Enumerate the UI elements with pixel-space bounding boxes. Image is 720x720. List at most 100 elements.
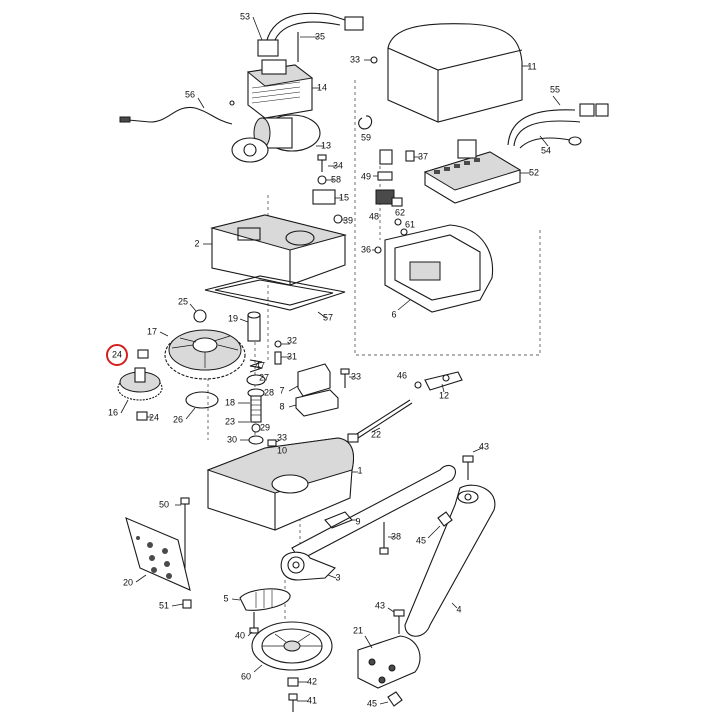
callout-p6: 6 bbox=[391, 309, 396, 319]
callout-p12: 12 bbox=[439, 390, 449, 400]
callout-p20: 20 bbox=[123, 577, 133, 587]
part-3-crank bbox=[280, 551, 337, 581]
callout-p29: 29 bbox=[260, 422, 270, 432]
callout-p24b: 24 bbox=[149, 412, 159, 422]
callout-p16: 16 bbox=[108, 407, 118, 417]
callout-p52: 52 bbox=[529, 167, 539, 177]
highlight-circle bbox=[106, 344, 128, 366]
callout-p53: 53 bbox=[240, 11, 250, 21]
callout-p30: 30 bbox=[227, 434, 237, 444]
callout-p54: 54 bbox=[541, 145, 551, 155]
callout-p1: 1 bbox=[357, 465, 362, 475]
parts-small-top bbox=[373, 149, 420, 236]
parts-5-40 bbox=[231, 588, 291, 637]
callout-p33b: 33 bbox=[351, 371, 361, 381]
callout-p60: 60 bbox=[241, 671, 251, 681]
callout-p42: 42 bbox=[307, 676, 317, 686]
part-2-upper-housing bbox=[203, 214, 347, 286]
part-17-large-gear bbox=[159, 329, 246, 380]
callout-p32: 32 bbox=[287, 335, 297, 345]
callout-p19: 19 bbox=[228, 313, 238, 323]
callout-p41: 41 bbox=[307, 695, 317, 705]
callout-p35: 35 bbox=[315, 31, 325, 41]
callout-p50: 50 bbox=[159, 499, 169, 509]
callout-p38: 38 bbox=[391, 531, 401, 541]
part-26-ring bbox=[185, 391, 219, 409]
callout-p55: 55 bbox=[550, 84, 560, 94]
part-57-gasket bbox=[204, 275, 346, 319]
part-59-circlip bbox=[358, 115, 373, 130]
callout-p7: 7 bbox=[279, 385, 284, 395]
callout-p11: 11 bbox=[527, 61, 536, 71]
callout-p33c: 33 bbox=[277, 432, 287, 442]
part-13-motor bbox=[231, 114, 324, 163]
part-11-cover bbox=[364, 23, 530, 123]
callout-p36: 36 bbox=[361, 244, 371, 254]
callout-p17: 17 bbox=[147, 326, 157, 336]
callout-p2: 2 bbox=[194, 238, 199, 248]
callout-p23: 23 bbox=[225, 416, 235, 426]
callout-p8: 8 bbox=[279, 401, 284, 411]
parts-25-19 bbox=[189, 303, 261, 342]
callout-p45a: 45 bbox=[416, 535, 426, 545]
callout-p56: 56 bbox=[185, 89, 195, 99]
callout-p31: 31 bbox=[287, 351, 297, 361]
callout-p28: 28 bbox=[264, 387, 274, 397]
callout-p26: 26 bbox=[173, 414, 183, 424]
parts-34-58-15-39 bbox=[312, 154, 346, 224]
callout-p49: 49 bbox=[361, 171, 371, 181]
callout-p58: 58 bbox=[331, 174, 341, 184]
part-14-transformer bbox=[246, 32, 320, 119]
callout-p43b: 43 bbox=[375, 600, 385, 610]
callout-p18: 18 bbox=[225, 397, 235, 407]
parts-16-24 bbox=[117, 349, 163, 421]
callout-p9: 9 bbox=[355, 516, 360, 526]
callout-p13: 13 bbox=[321, 140, 331, 150]
callout-p61: 61 bbox=[405, 219, 415, 229]
callout-p15: 15 bbox=[339, 192, 349, 202]
callout-p37: 37 bbox=[418, 151, 428, 161]
callout-p51: 51 bbox=[159, 600, 169, 610]
arm-assembly bbox=[291, 447, 496, 637]
part-22-rod bbox=[347, 399, 413, 443]
callout-p39: 39 bbox=[343, 215, 353, 225]
callout-p40: 40 bbox=[235, 630, 245, 640]
part-1-lower-housing bbox=[206, 437, 358, 531]
part-6-rear-housing bbox=[372, 224, 494, 313]
callout-p25: 25 bbox=[178, 296, 188, 306]
callout-p47: 47 bbox=[255, 360, 265, 370]
callout-p21: 21 bbox=[353, 625, 363, 635]
parts-50-20-51 bbox=[125, 497, 192, 609]
part-33b-screw bbox=[340, 368, 354, 388]
callout-p24a: 24 bbox=[112, 349, 122, 359]
part-60-disk bbox=[251, 621, 333, 673]
callout-p10: 10 bbox=[277, 445, 287, 455]
callout-p59: 59 bbox=[361, 132, 371, 142]
part-53-wiring bbox=[252, 12, 364, 57]
parts-46-12 bbox=[414, 371, 463, 393]
callout-p57: 57 bbox=[323, 312, 333, 322]
callout-p4: 4 bbox=[456, 604, 461, 614]
parts-43b-21-45b bbox=[357, 607, 421, 707]
parts-42-41 bbox=[287, 677, 308, 712]
callout-p33a: 33 bbox=[350, 54, 360, 64]
shaft-assembly bbox=[238, 340, 290, 445]
callout-p34: 34 bbox=[333, 160, 343, 170]
part-55-54-cables bbox=[507, 95, 609, 149]
callout-p5: 5 bbox=[223, 593, 228, 603]
callout-p45b: 45 bbox=[367, 698, 377, 708]
part-56-cable bbox=[119, 97, 235, 125]
callout-p22: 22 bbox=[371, 429, 381, 439]
callout-p43a: 43 bbox=[479, 441, 489, 451]
callout-p3: 3 bbox=[335, 572, 340, 582]
callout-p27: 27 bbox=[259, 372, 269, 382]
callout-p46: 46 bbox=[397, 370, 407, 380]
callout-p14: 14 bbox=[317, 82, 327, 92]
callout-p48: 48 bbox=[369, 211, 379, 221]
parts-7-8-brackets bbox=[288, 363, 339, 417]
part-52-control-board bbox=[423, 139, 530, 204]
callout-p62: 62 bbox=[395, 207, 405, 217]
